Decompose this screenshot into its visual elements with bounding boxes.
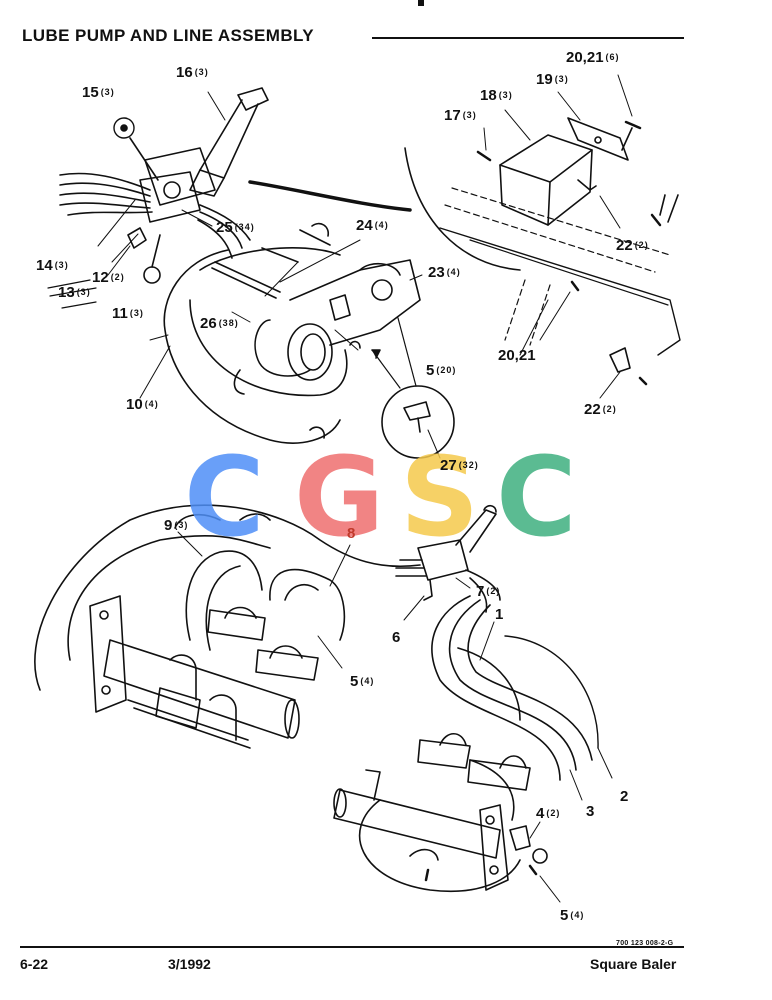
callout-5-c: 5(4)	[560, 907, 585, 924]
watermark-letter-g: G	[294, 433, 385, 561]
callout-26: 26(38)	[200, 315, 239, 332]
title-rule	[372, 37, 684, 39]
callout-19: 19(3)	[536, 71, 569, 88]
fitting-detail-bubble	[371, 317, 455, 459]
callout-24: 24(4)	[356, 217, 389, 234]
callout-17: 17(3)	[444, 107, 477, 124]
callout-22-a: 22(2)	[616, 237, 649, 254]
callout-3: 3	[586, 803, 595, 820]
page-title: LUBE PUMP AND LINE ASSEMBLY	[22, 26, 314, 45]
callout-27: 27(32)	[440, 457, 479, 474]
callout-18: 18(3)	[480, 87, 513, 104]
callout-1: 1	[495, 606, 504, 623]
callout-5-b: 5(4)	[350, 673, 375, 690]
document-number: 700 123 008-2-G	[616, 940, 674, 947]
callout-7: 7(2)	[476, 583, 501, 600]
callout-12: 12(2)	[92, 269, 125, 286]
callout-15: 15(3)	[82, 84, 115, 101]
callout-20-21-top: 20,21(6)	[566, 49, 620, 66]
callout-2: 2	[620, 788, 629, 805]
callout-20-21: 20,21	[498, 347, 536, 364]
bracket-detail	[404, 74, 681, 399]
page-number: 6-22	[20, 956, 49, 972]
publication-date: 3/1992	[168, 956, 211, 972]
callout-5-a: 5(20)	[426, 362, 457, 379]
upper-pump-assembly	[47, 87, 341, 444]
callout-25: 25(34)	[216, 219, 255, 236]
watermark-letter-c2: C	[496, 433, 577, 561]
callout-16: 16(3)	[176, 64, 209, 81]
callout-22-b: 22(2)	[584, 401, 617, 418]
lower-line-assembly	[34, 504, 613, 903]
callout-4: 4(2)	[536, 805, 561, 822]
callout-13: 13(3)	[58, 284, 91, 301]
callout-10: 10(4)	[126, 396, 159, 413]
callout-11: 11(3)	[112, 305, 144, 322]
callout-8: 8	[347, 525, 356, 542]
callout-14: 14(3)	[36, 257, 69, 274]
callout-23: 23(4)	[428, 264, 461, 281]
gearbox-assembly	[189, 180, 423, 439]
callout-9: 9(3)	[164, 517, 189, 534]
page-top-mark	[418, 0, 424, 6]
product-name: Square Baler	[590, 956, 677, 972]
footer-rule	[20, 946, 684, 948]
callout-6: 6	[392, 629, 401, 646]
watermark-letter-s: S	[400, 433, 480, 561]
watermark-letter-c1: C	[184, 433, 265, 561]
